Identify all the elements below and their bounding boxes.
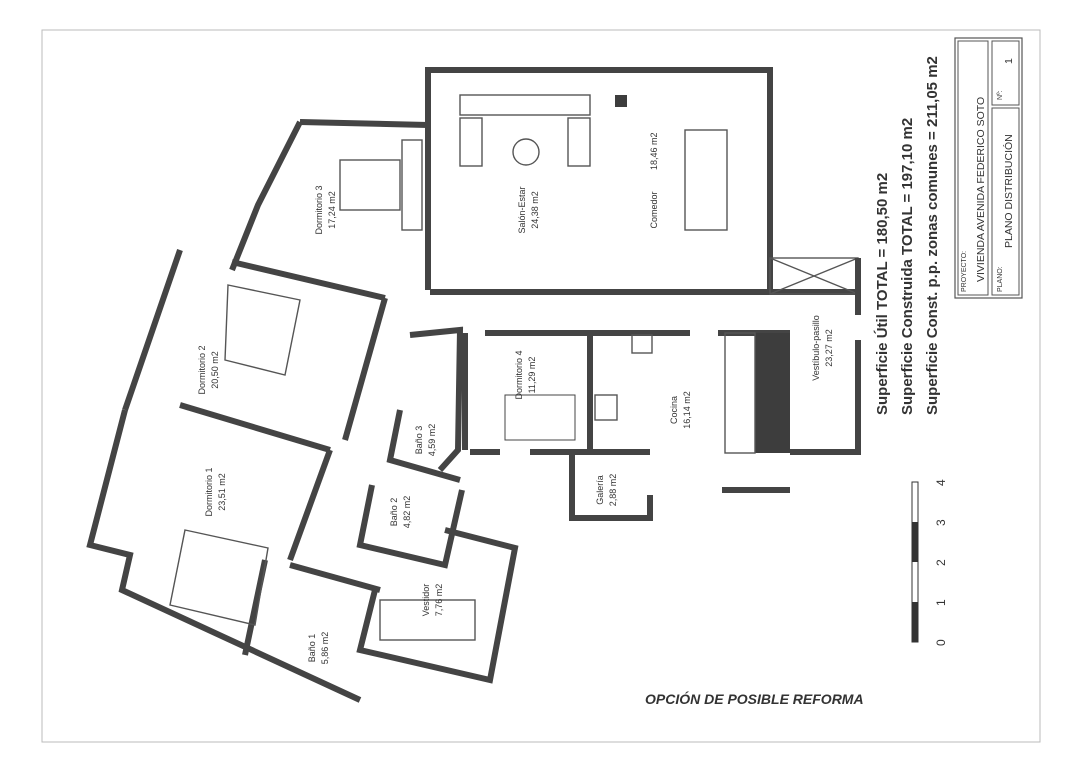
caption: OPCIÓN DE POSIBLE REFORMA	[645, 690, 864, 707]
svg-text:Dormitorio 2: Dormitorio 2	[197, 345, 207, 394]
svg-text:23,51 m2: 23,51 m2	[217, 473, 227, 511]
svg-text:4: 4	[934, 479, 948, 486]
svg-text:Dormitorio 1: Dormitorio 1	[204, 467, 214, 516]
svg-text:23,27 m2: 23,27 m2	[824, 329, 834, 367]
svg-text:2: 2	[934, 559, 948, 566]
surface-construida: Superficie Construida TOTAL = 197,10 m2	[899, 118, 916, 415]
svg-text:Comedor: Comedor	[649, 191, 659, 228]
svg-text:18,46 m2: 18,46 m2	[649, 132, 659, 170]
svg-text:Cocina: Cocina	[669, 396, 679, 424]
svg-text:Baño 3: Baño 3	[414, 426, 424, 455]
svg-text:0: 0	[934, 639, 948, 646]
svg-text:PLANO DISTRIBUCIÓN: PLANO DISTRIBUCIÓN	[1002, 134, 1015, 248]
svg-text:VIVIENDA AVENIDA FEDERICO SOTO: VIVIENDA AVENIDA FEDERICO SOTO	[975, 97, 987, 282]
svg-text:Nº:: Nº:	[997, 90, 1004, 100]
svg-text:11,29 m2: 11,29 m2	[527, 357, 537, 394]
svg-text:PROYECTO:: PROYECTO:	[961, 251, 968, 292]
svg-text:3: 3	[934, 519, 948, 526]
svg-text:Galería: Galería	[595, 475, 605, 505]
svg-text:Salón-Estar: Salón-Estar	[517, 186, 527, 233]
svg-text:Dormitorio 3: Dormitorio 3	[314, 185, 324, 234]
sheet-border	[41, 29, 1041, 743]
surface-comunes: Superficie Const. p.p. zonas comunes = 2…	[924, 56, 941, 415]
svg-text:20,50 m2: 20,50 m2	[210, 351, 220, 389]
room-comedor: Comedor 18,46 m2	[649, 132, 659, 228]
svg-text:Baño 1: Baño 1	[307, 634, 317, 663]
svg-text:Dormitorio 4: Dormitorio 4	[514, 350, 524, 399]
svg-text:5,86 m2: 5,86 m2	[320, 632, 330, 665]
svg-text:16,14 m2: 16,14 m2	[682, 391, 692, 429]
svg-text:7,76 m2: 7,76 m2	[434, 584, 444, 617]
svg-text:PLANO:: PLANO:	[997, 266, 1004, 292]
svg-text:1: 1	[1003, 58, 1015, 64]
surface-totals: Superficie Útil TOTAL = 180,50 m2 Superf…	[873, 56, 941, 415]
svg-text:24,38 m2: 24,38 m2	[530, 191, 540, 229]
svg-text:1: 1	[934, 599, 948, 606]
scale-bar: 0 1 2 3 4	[911, 479, 948, 646]
svg-text:4,59 m2: 4,59 m2	[427, 424, 437, 457]
svg-text:4,82 m2: 4,82 m2	[402, 496, 412, 529]
svg-text:2,88 m2: 2,88 m2	[608, 474, 618, 507]
svg-text:Baño 2: Baño 2	[389, 498, 399, 527]
title-block: PROYECTO: VIVIENDA AVENIDA FEDERICO SOTO…	[954, 37, 1023, 299]
svg-text:17,24 m2: 17,24 m2	[327, 191, 337, 229]
furniture	[169, 94, 728, 641]
svg-text:Vestidor: Vestidor	[421, 584, 431, 617]
svg-text:Vestíbulo-pasillo: Vestíbulo-pasillo	[811, 315, 821, 381]
surface-util: Superficie Útil TOTAL = 180,50 m2	[873, 173, 891, 415]
walls	[86, 67, 861, 703]
